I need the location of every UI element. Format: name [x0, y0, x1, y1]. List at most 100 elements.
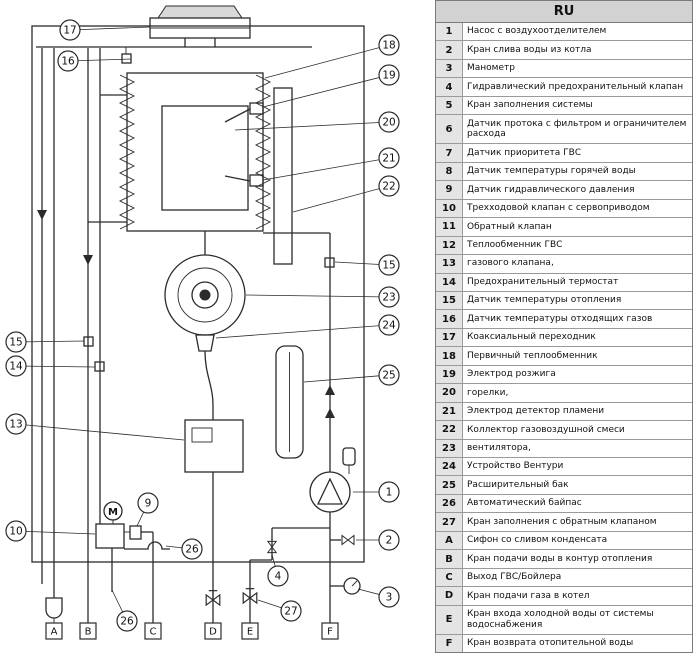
- legend-row: 18 Первичный теплообменник: [436, 347, 692, 366]
- legend-row: C Выход ГВС/Бойлера: [436, 568, 692, 588]
- gas-valve: [184, 419, 244, 473]
- legend-row-id: 12: [436, 236, 463, 255]
- svg-text:17: 17: [63, 25, 76, 37]
- legend-row-id: 25: [436, 476, 463, 494]
- svg-text:23: 23: [382, 292, 395, 304]
- ignition-electrode: [224, 102, 264, 123]
- legend-row-id: 7: [436, 144, 463, 162]
- dhw-outlet-line: [141, 531, 154, 623]
- legend-row-text: Коллектор газовоздушной смеси: [467, 424, 625, 435]
- legend-row-id: 23: [436, 439, 463, 458]
- legend-row-text: Датчик температуры отходящих газов: [467, 313, 653, 324]
- gas-supply-line: [205, 472, 221, 623]
- svg-text:C: C: [150, 627, 157, 638]
- callout-1: 1: [353, 481, 400, 503]
- bypass: [111, 541, 170, 592]
- svg-text:19: 19: [382, 70, 395, 82]
- port-F: F: [321, 622, 339, 640]
- legend-row-id: A: [436, 531, 463, 550]
- legend-row: 25 Расширительный бак: [436, 476, 692, 495]
- legend-row-id: 26: [436, 494, 463, 513]
- legend-row-id: B: [436, 550, 463, 568]
- legend-row-text: Первичный теплообменник: [467, 350, 598, 361]
- svg-text:24: 24: [382, 320, 396, 332]
- callout-14: 14: [5, 355, 96, 377]
- legend-row-text: Кран подачи газа в котел: [467, 590, 590, 601]
- legend-row-id: E: [436, 605, 463, 634]
- heating-temp-sensor: [83, 336, 94, 347]
- legend-row-id: 22: [436, 421, 463, 439]
- svg-text:15: 15: [382, 260, 395, 272]
- legend-row-text: Датчик температуры отопления: [467, 295, 622, 306]
- svg-text:26: 26: [120, 616, 134, 628]
- boiler-frame: [31, 25, 365, 563]
- svg-text:A: A: [51, 627, 58, 638]
- legend-row-text: Расширительный бак: [467, 479, 569, 490]
- legend-row-text: Выход ГВС/Бойлера: [467, 572, 562, 583]
- legend-row-id: 27: [436, 513, 463, 531]
- callout-18: 18: [264, 34, 400, 79]
- legend-row-id: 18: [436, 347, 463, 365]
- callout-23: 23: [245, 286, 400, 308]
- legend-row-id: 6: [436, 115, 463, 144]
- legend-row-id: 24: [436, 458, 463, 476]
- svg-text:D: D: [209, 627, 217, 638]
- svg-text:21: 21: [382, 153, 395, 165]
- svg-text:E: E: [247, 627, 253, 638]
- three-way-valve: M: [95, 501, 125, 549]
- legend-row-text: Кран входа холодной воды от системы водо…: [467, 609, 654, 630]
- boiler-schematic: M: [5, 5, 400, 640]
- flow-arrows: [37, 210, 335, 418]
- legend-row-text: Обратный клапан: [467, 221, 552, 232]
- return-temp-sensor: [324, 257, 335, 268]
- legend-row-text: вентилятора,: [467, 443, 531, 453]
- callout-10: 10: [5, 520, 96, 542]
- callout-26: 26: [165, 538, 203, 560]
- port-B: B: [79, 622, 97, 640]
- boiler-diagram: M: [5, 5, 400, 640]
- legend-row-text: Кран возврата отопительной воды: [467, 638, 634, 649]
- legend-row: 12 Теплообменник ГВС: [436, 236, 692, 256]
- callout-26: 26: [111, 589, 138, 632]
- legend-row-text: Кран заполнения системы: [467, 100, 593, 111]
- legend-row-text: Датчик гидравлического давления: [467, 184, 635, 195]
- primary-heat-exchanger: [118, 72, 272, 232]
- legend-row-text: Гидравлический предохранительный клапан: [467, 81, 684, 92]
- callout-24: 24: [215, 314, 400, 339]
- legend-row-text: Кран слива воды из котла: [467, 44, 592, 55]
- legend-row-text: Предохранительный термостат: [467, 276, 619, 287]
- condensate-siphon: [45, 597, 63, 623]
- svg-text:22: 22: [382, 181, 395, 193]
- legend-row-text: Теплообменник ГВС: [467, 240, 563, 251]
- pressure-sensor: [124, 525, 142, 540]
- callout-16: 16: [57, 50, 132, 72]
- pump: [309, 447, 356, 513]
- callout-21: 21: [262, 147, 400, 181]
- legend-row-id: 1: [436, 23, 463, 41]
- svg-text:1: 1: [386, 487, 393, 499]
- svg-text:13: 13: [9, 419, 22, 431]
- port-C: C: [144, 622, 162, 640]
- legend-row-text: Кран заполнения с обратным клапаном: [467, 516, 657, 527]
- legend-row-id: 19: [436, 365, 463, 384]
- svg-text:3: 3: [386, 592, 393, 604]
- callout-20: 20: [234, 111, 400, 133]
- legend-row-id: 13: [436, 255, 463, 273]
- callout-15: 15: [334, 254, 400, 276]
- legend-row-id: C: [436, 568, 463, 587]
